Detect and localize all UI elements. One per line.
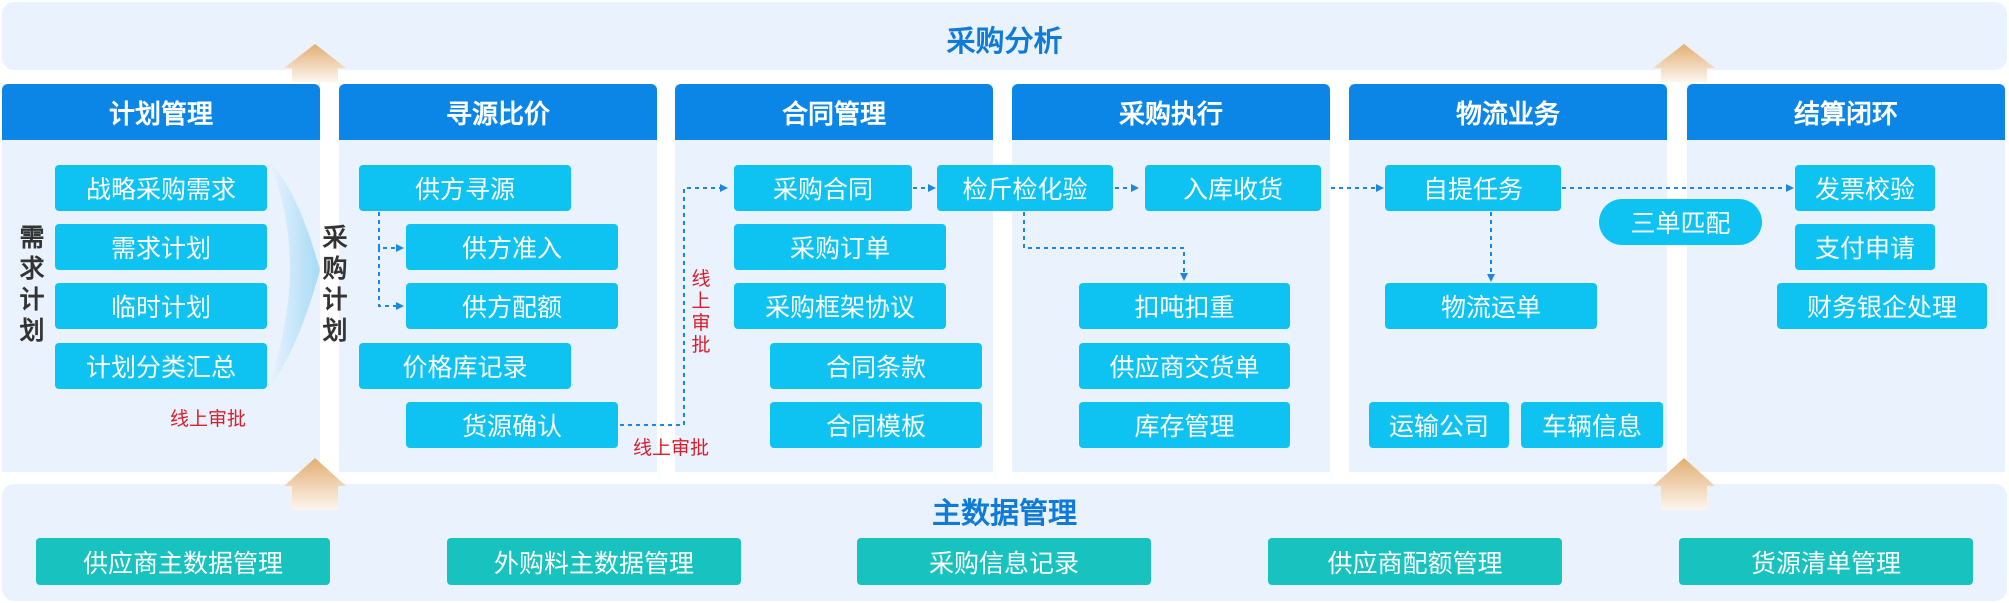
purchase-plan-vertical-label: 采购计划 xyxy=(322,223,348,345)
up-arrow-icon xyxy=(1653,458,1715,510)
contract-item-purchase-contract[interactable]: 采购合同 xyxy=(734,165,912,211)
purchase-analysis-band: 采购分析 xyxy=(2,2,2007,70)
plan-item-category-summary[interactable]: 计划分类汇总 xyxy=(55,343,267,389)
panel-execution-header[interactable]: 采购执行 xyxy=(1012,84,1330,140)
panel-logistics-header[interactable]: 物流业务 xyxy=(1349,84,1667,140)
contract-item-purchase-order[interactable]: 采购订单 xyxy=(734,224,946,270)
panel-settlement-header[interactable]: 结算闭环 xyxy=(1687,84,2005,140)
demand-plan-vertical-label: 需求计划 xyxy=(19,223,45,345)
settlement-item-payment-request[interactable]: 支付申请 xyxy=(1795,224,1935,270)
plan-item-temporary-plan[interactable]: 临时计划 xyxy=(55,283,267,329)
plan-item-demand-plan[interactable]: 需求计划 xyxy=(55,224,267,270)
chevron-right-icon xyxy=(268,160,320,390)
master-data-item-source-list[interactable]: 货源清单管理 xyxy=(1679,538,1973,585)
panel-settlement: 结算闭环 xyxy=(1687,84,2005,472)
logistics-item-transport-company[interactable]: 运输公司 xyxy=(1369,402,1509,448)
execution-item-inventory[interactable]: 库存管理 xyxy=(1079,402,1290,448)
sourcing-item-price-records[interactable]: 价格库记录 xyxy=(359,343,571,389)
master-data-item-info-record[interactable]: 采购信息记录 xyxy=(857,538,1151,585)
panel-sourcing-header[interactable]: 寻源比价 xyxy=(339,84,657,140)
plan-approval-label: 线上审批 xyxy=(170,408,247,430)
master-data-item-quota[interactable]: 供应商配额管理 xyxy=(1268,538,1562,585)
up-arrow-icon xyxy=(284,44,346,82)
master-data-item-supplier[interactable]: 供应商主数据管理 xyxy=(36,538,330,585)
execution-item-weight-deduction[interactable]: 扣吨扣重 xyxy=(1079,283,1290,329)
sourcing-item-source-confirm[interactable]: 货源确认 xyxy=(406,402,618,448)
contract-item-framework-agreement[interactable]: 采购框架协议 xyxy=(734,283,946,329)
purchase-analysis-title: 采购分析 xyxy=(946,24,1063,58)
master-data-title: 主数据管理 xyxy=(931,496,1077,530)
sourcing-approval-label: 线上审批 xyxy=(633,437,710,459)
master-data-item-material[interactable]: 外购料主数据管理 xyxy=(447,538,741,585)
panel-plan-header[interactable]: 计划管理 xyxy=(2,84,320,140)
settlement-item-bank-processing[interactable]: 财务银企处理 xyxy=(1777,283,1987,329)
logistics-item-waybill[interactable]: 物流运单 xyxy=(1385,283,1597,329)
sourcing-approval-vertical-label: 线上审批 xyxy=(691,268,711,356)
sourcing-item-supplier-quota[interactable]: 供方配额 xyxy=(406,283,618,329)
logistics-item-pickup-task[interactable]: 自提任务 xyxy=(1385,165,1561,211)
sourcing-item-supplier-search[interactable]: 供方寻源 xyxy=(359,165,571,211)
up-arrow-icon xyxy=(284,458,346,510)
contract-item-contract-terms[interactable]: 合同条款 xyxy=(770,343,982,389)
settlement-item-invoice-verification[interactable]: 发票校验 xyxy=(1795,165,1935,211)
logistics-item-vehicle-info[interactable]: 车辆信息 xyxy=(1521,402,1663,448)
execution-item-supplier-delivery[interactable]: 供应商交货单 xyxy=(1079,343,1290,389)
panel-plan: 计划管理 xyxy=(2,84,320,472)
execution-item-inspection[interactable]: 检斤检化验 xyxy=(937,165,1113,211)
panel-contract-header[interactable]: 合同管理 xyxy=(675,84,993,140)
up-arrow-icon xyxy=(1653,44,1715,82)
plan-item-strategic-demand[interactable]: 战略采购需求 xyxy=(55,165,267,211)
sourcing-item-supplier-admission[interactable]: 供方准入 xyxy=(406,224,618,270)
contract-item-contract-template[interactable]: 合同模板 xyxy=(770,402,982,448)
execution-item-warehouse-receipt[interactable]: 入库收货 xyxy=(1145,165,1321,211)
three-way-match-badge[interactable]: 三单匹配 xyxy=(1599,199,1762,245)
